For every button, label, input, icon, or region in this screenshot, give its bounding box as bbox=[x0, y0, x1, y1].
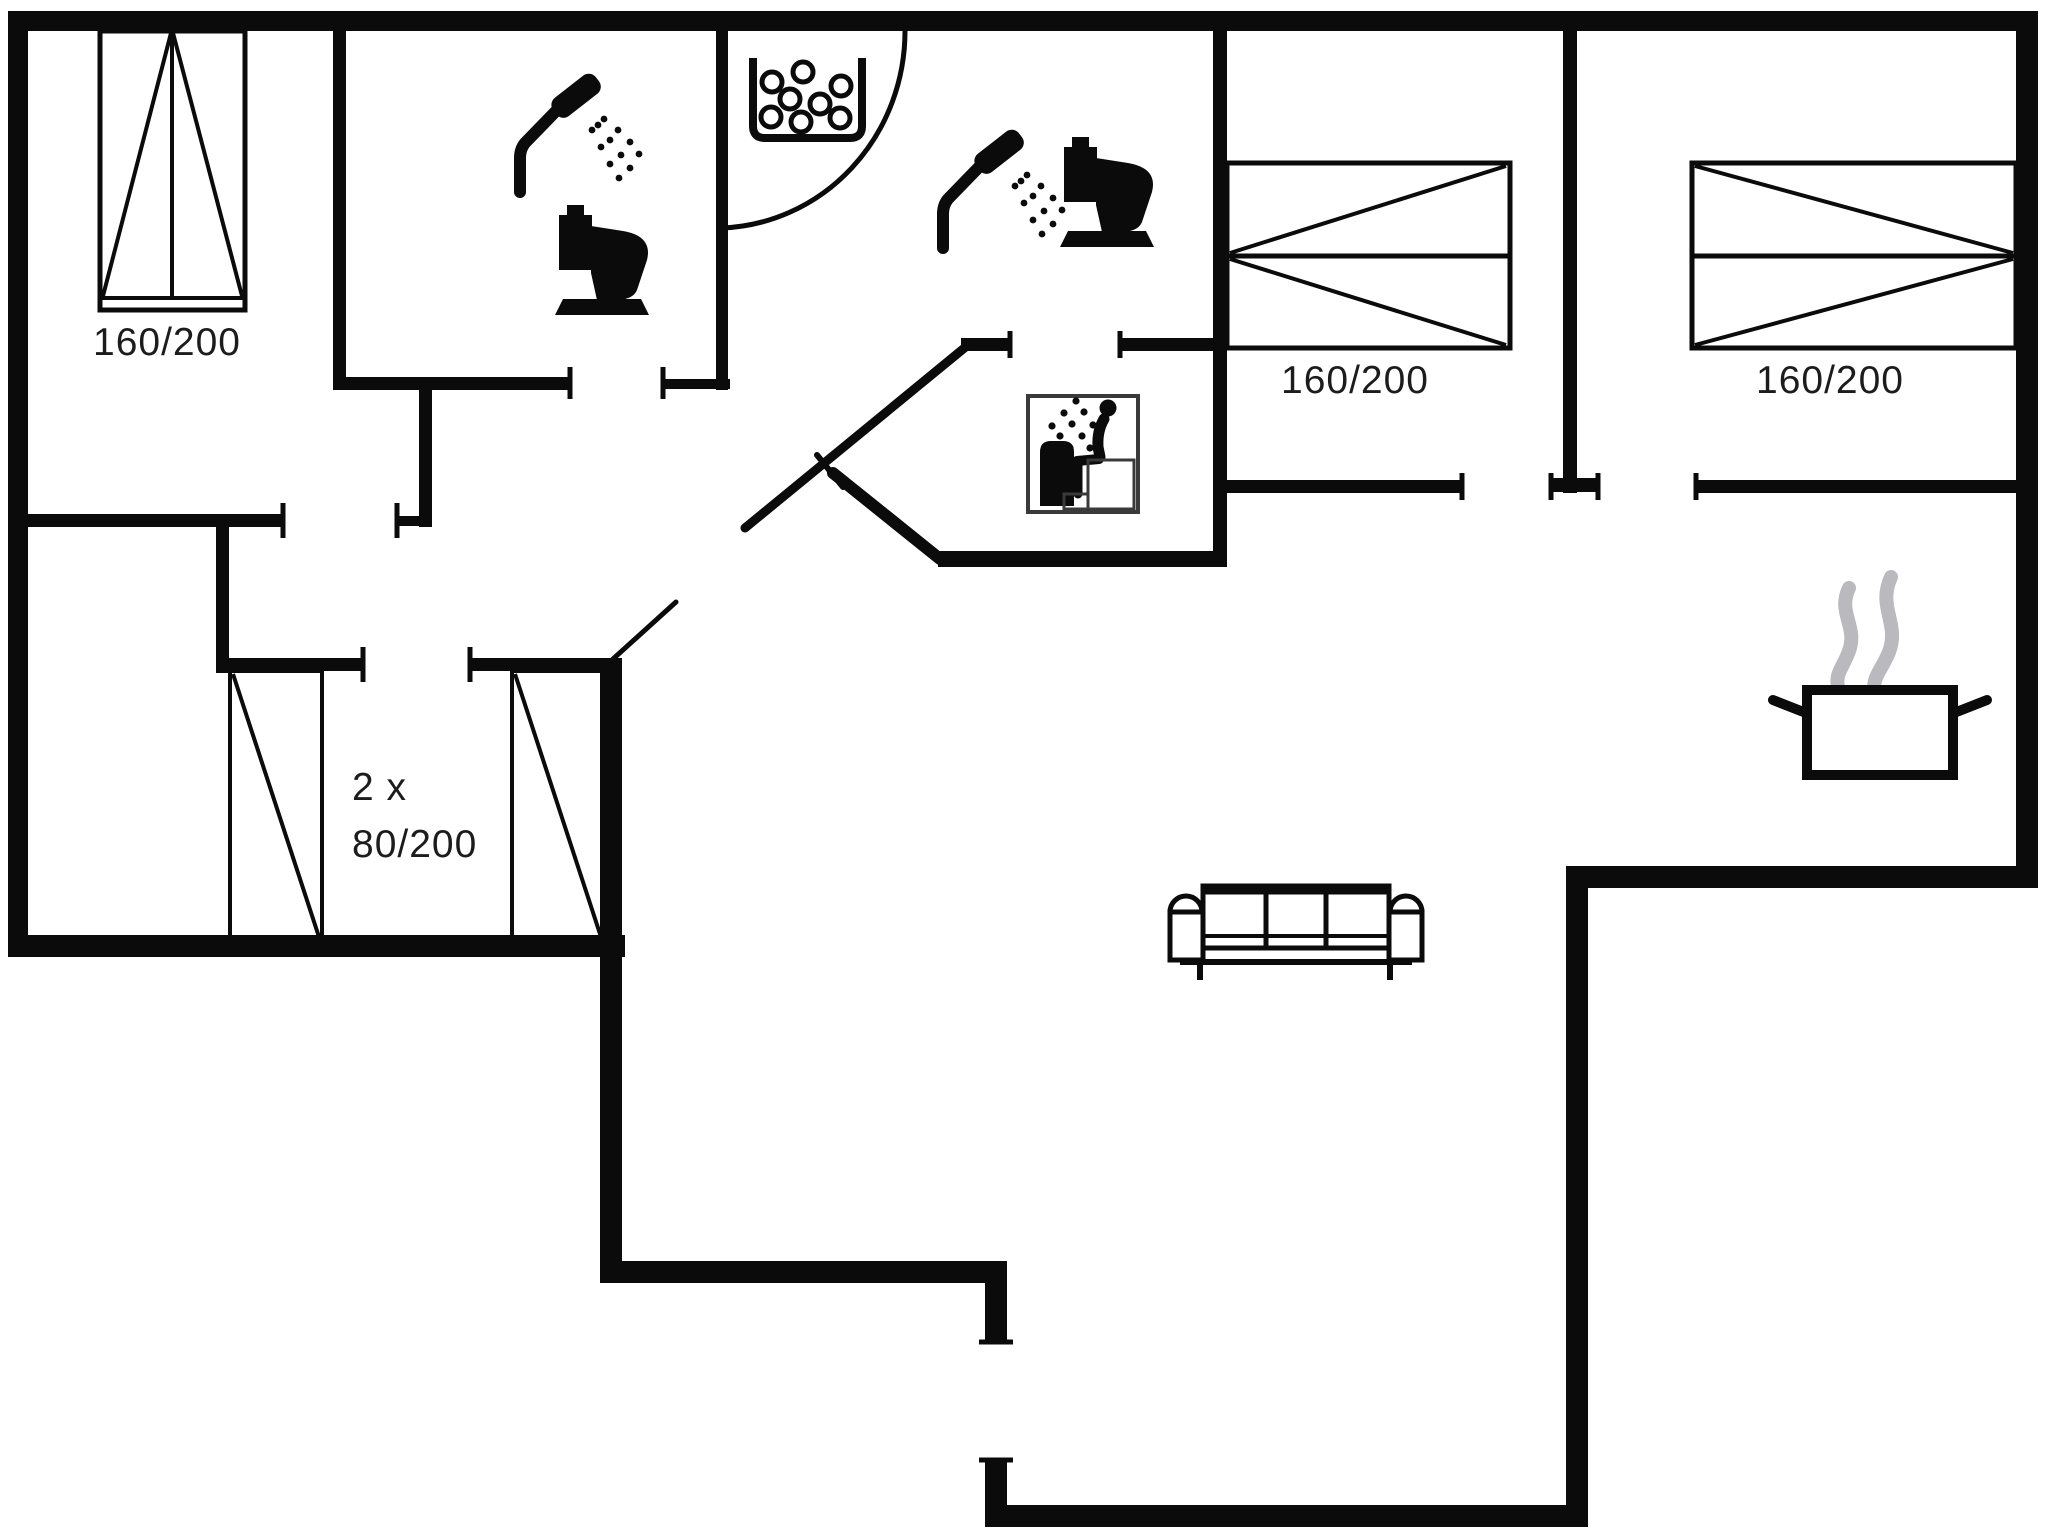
bathroom1-icons bbox=[514, 73, 649, 315]
washing-machine-icon bbox=[749, 58, 866, 142]
wall-bedroomTL-jamb bbox=[397, 516, 432, 526]
double-bed-room2 bbox=[1689, 160, 2019, 351]
double-bed-room1 bbox=[1224, 160, 1513, 351]
bunk-bed-left bbox=[228, 669, 324, 942]
shower-icon bbox=[514, 73, 643, 198]
exterior-walls bbox=[8, 11, 2038, 1527]
bed-size-label-room1: 160/200 bbox=[1281, 359, 1429, 402]
door-arc bbox=[721, 30, 908, 231]
wall-right bbox=[2016, 11, 2038, 888]
shower-icon bbox=[937, 129, 1066, 254]
wall-step-left bbox=[600, 935, 622, 1283]
door-jamb-caps bbox=[280, 331, 1699, 1463]
wall-bedroom2-bottom bbox=[1696, 480, 2016, 493]
wall-sauna-bottom bbox=[938, 551, 1227, 567]
wall-left bbox=[8, 11, 28, 957]
sauna-chamfer-wall bbox=[827, 467, 946, 565]
bathroom2-icons bbox=[749, 58, 1154, 254]
wall-bedroomTL-bath1 bbox=[333, 31, 346, 390]
hall-diagonal-walls bbox=[610, 340, 973, 662]
wall-bath2-bedroom1 bbox=[1213, 31, 1227, 560]
wall-right-lower bbox=[1566, 866, 1588, 1527]
bunk-size-label: 80/200 bbox=[352, 823, 477, 866]
wall-bath2-bottom-left bbox=[961, 338, 1010, 351]
double-bed-top-left bbox=[97, 28, 248, 313]
wall-bedroomTL-bottom bbox=[8, 514, 283, 527]
bunk-count-label: 2 x bbox=[352, 766, 407, 809]
toilet-icon bbox=[1060, 137, 1154, 247]
bunk-bed-right bbox=[510, 669, 606, 942]
wall-bottom-right bbox=[985, 1505, 1588, 1527]
steam-icon bbox=[1830, 570, 1900, 702]
wall-kitchen-bottom bbox=[1566, 866, 2038, 888]
wall-bedroomTL-dogleg bbox=[419, 377, 432, 527]
wall-bath1-right bbox=[716, 31, 728, 390]
wall-bottom-left bbox=[8, 935, 625, 957]
toilet-icon bbox=[555, 205, 649, 315]
wall-entry-upper bbox=[985, 1261, 1007, 1342]
bed-size-label-room2: 160/200 bbox=[1756, 359, 1904, 402]
sauna-door-jamb-tick bbox=[814, 452, 846, 490]
wall-bedroom1-bottom bbox=[1227, 480, 1462, 493]
cooking-pot-icon bbox=[1768, 570, 1992, 780]
wall-bath1-jamb bbox=[663, 379, 730, 389]
wall-bedroom1-bedroom2 bbox=[1563, 31, 1577, 493]
interior-walls bbox=[8, 31, 2016, 945]
wall-bunkroom-top-left bbox=[216, 658, 363, 671]
sofa bbox=[1167, 883, 1425, 980]
wall-bath2-bottom-right bbox=[1120, 338, 1227, 351]
wall-bottom-mid bbox=[600, 1261, 1007, 1283]
bunkroom-door-leaf bbox=[610, 599, 679, 662]
wall-bunkroom-top-right bbox=[470, 658, 622, 671]
wall-top bbox=[8, 11, 2038, 31]
sauna-door-leaf bbox=[740, 340, 973, 533]
bed-size-label-top-left: 160/200 bbox=[93, 321, 241, 364]
wall-bath1-bottom bbox=[333, 377, 570, 390]
sauna-icon bbox=[1026, 394, 1140, 514]
wall-corridor-left bbox=[216, 514, 229, 673]
